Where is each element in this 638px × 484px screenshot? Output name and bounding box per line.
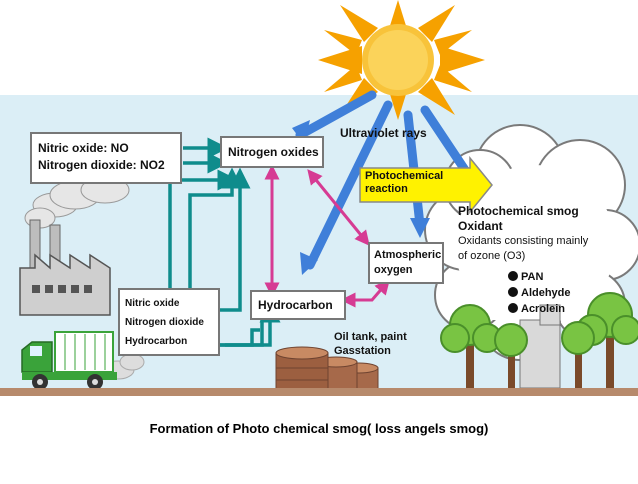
atmospheric-line-1: Atmospheric — [374, 249, 442, 261]
smog-item: PAN — [521, 271, 544, 283]
emission-line-3: Hydrocarbon — [125, 336, 188, 347]
nitrogen-oxides-box: Nitrogen oxides — [220, 136, 324, 168]
smog-item: Acrolein — [521, 303, 566, 315]
oil-tank-icon — [275, 346, 379, 393]
atmospheric-oxygen-box: Atmospheric oxygen — [368, 242, 444, 284]
smog-description: Photochemical smog Oxidant Oxidants cons… — [458, 204, 588, 264]
reaction-line-1: Photochemical — [365, 170, 444, 182]
reaction-arrows — [264, 164, 390, 308]
city-buildings — [519, 304, 561, 389]
photochemical-reaction-label: Photochemical reaction — [365, 170, 443, 196]
sun-icon — [318, 0, 485, 120]
tree-icon — [561, 321, 595, 388]
ground-strip — [0, 388, 638, 396]
source-line-1: Nitric oxide: NO — [38, 141, 129, 155]
smog-title: Photochemical smog — [458, 204, 579, 218]
source-line-2: Nitrogen dioxide: NO2 — [38, 158, 165, 172]
smog-item: Aldehyde — [521, 287, 571, 299]
nitric-oxide-source-box: Nitric oxide: NO Nitrogen dioxide: NO2 — [30, 132, 182, 184]
vehicle-emissions-box: Nitric oxide Nitrogen dioxide Hydrocarbo… — [118, 288, 220, 356]
smog-desc-1: Oxidants consisting mainly — [458, 235, 589, 247]
tree-icon — [494, 323, 528, 388]
oil-tank-line-1: Oil tank, paint — [334, 331, 407, 343]
emission-line-2: Nitrogen dioxide — [125, 317, 204, 328]
smog-items: PAN Aldehyde Acrolein — [521, 269, 571, 317]
figure-caption: Formation of Photo chemical smog( loss a… — [149, 421, 489, 436]
smog-desc-2: of ozone (O3) — [458, 250, 526, 262]
nitrogen-oxides-label: Nitrogen oxides — [228, 145, 319, 159]
reaction-arrow-shape — [359, 155, 493, 215]
hydrocarbon-box: Hydrocarbon — [250, 290, 346, 320]
oil-tank-line-2: Gasstation — [334, 345, 391, 357]
smog-oxidant: Oxidant — [458, 219, 503, 233]
bullet-icons — [508, 271, 518, 313]
emission-line-1: Nitric oxide — [125, 298, 180, 309]
truck-icon — [21, 331, 145, 390]
ultraviolet-label: Ultraviolet rays — [340, 126, 427, 140]
reaction-line-2: reaction — [365, 183, 408, 195]
factory-icon — [19, 176, 130, 316]
atmospheric-line-2: oxygen — [374, 264, 413, 276]
tree-icon — [440, 304, 502, 388]
hydrocarbon-label: Hydrocarbon — [258, 298, 333, 312]
oil-tank-label: Oil tank, paint Gasstation — [334, 330, 407, 358]
